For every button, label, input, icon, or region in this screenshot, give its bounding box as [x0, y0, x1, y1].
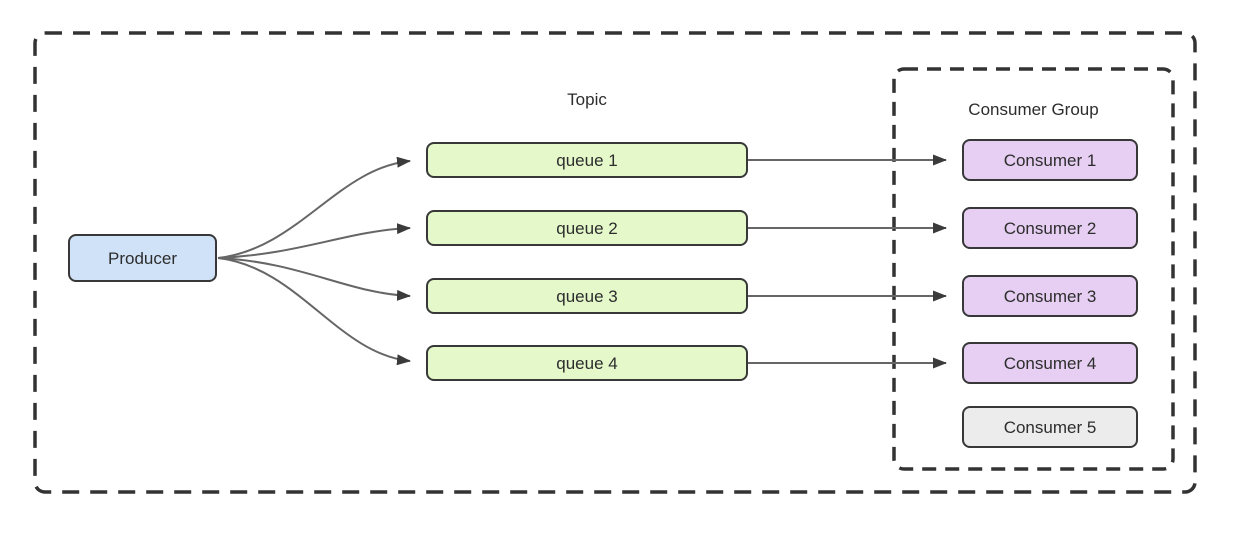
consumer-1-node: Consumer 1 — [962, 139, 1138, 181]
topic-zone-label: Topic — [567, 90, 607, 109]
consumer-group-dashed-border — [892, 67, 1175, 471]
producer-node: Producer — [68, 234, 217, 282]
arrow-producer-to-queue-3 — [217, 257, 411, 301]
queue-3-node: queue 3 — [426, 278, 748, 314]
consumer-4-node: Consumer 4 — [962, 342, 1138, 384]
queue-2-node: queue 2 — [426, 210, 748, 246]
system-boundary-dashed-border — [33, 31, 1197, 494]
consumer-3-node: Consumer 3 — [962, 275, 1138, 317]
consumer-5-node: Consumer 5 — [962, 406, 1138, 448]
arrow-producer-to-queue-4 — [217, 257, 411, 366]
arrow-producer-to-queue-1 — [217, 156, 411, 259]
queue-1-node: queue 1 — [426, 142, 748, 178]
arrow-producer-to-queue-2 — [217, 223, 411, 259]
consumer-2-node: Consumer 2 — [962, 207, 1138, 249]
queue-4-node: queue 4 — [426, 345, 748, 381]
consumer-group-zone-label: Consumer Group — [968, 100, 1099, 119]
